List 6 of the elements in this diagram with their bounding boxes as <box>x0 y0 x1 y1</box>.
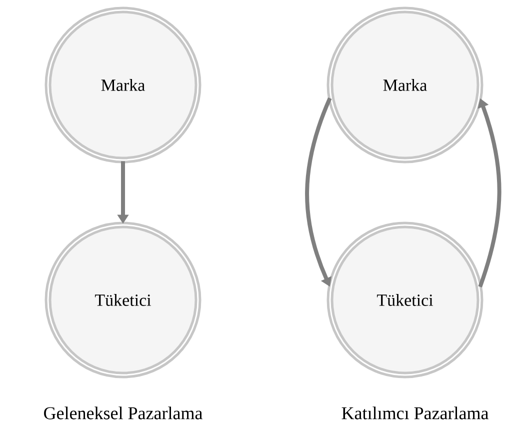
caption: Katılımcı Pazarlama <box>342 406 488 420</box>
circle-node: Tüketici <box>326 222 484 378</box>
circle-node: Marka <box>44 6 202 164</box>
circle-node: Tüketici <box>44 222 202 378</box>
circle-node: Marka <box>326 6 484 164</box>
caption: Geleneksel Pazarlama <box>44 406 202 420</box>
